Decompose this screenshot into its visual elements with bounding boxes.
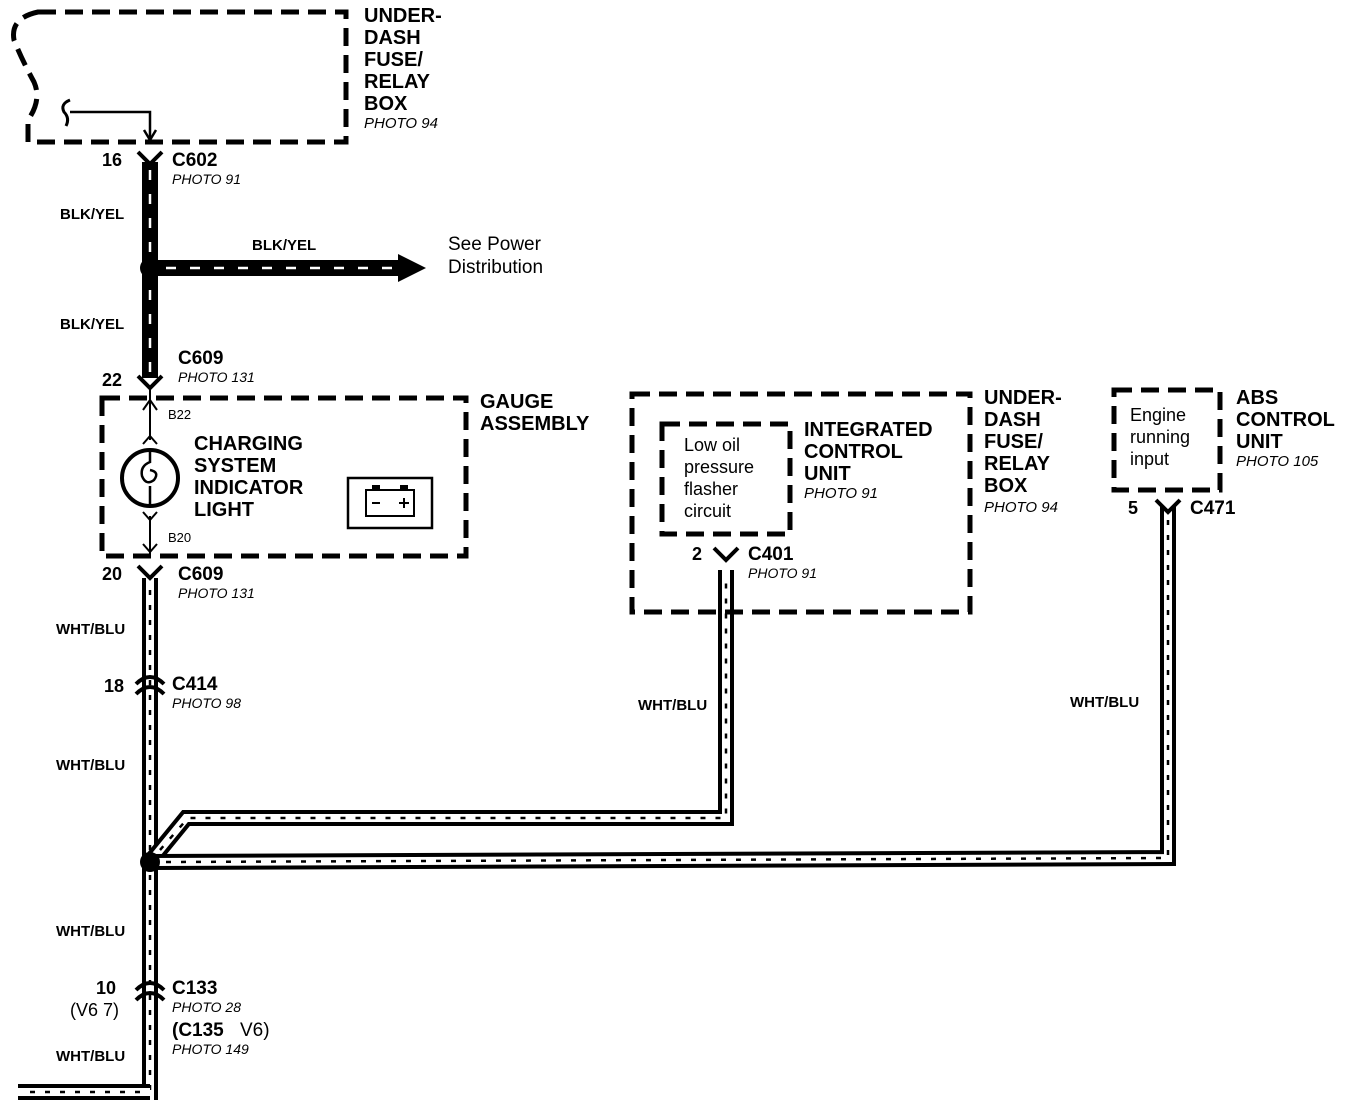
splice-point-ground [140,852,160,872]
c401-id: C401 [748,544,794,565]
c609-top-photo: PHOTO 131 [178,369,255,385]
low-oil-line1: Low oil [684,435,740,455]
c609-top-id: C609 [178,348,223,369]
c609-bottom-id: C609 [178,564,223,585]
charging-light-line3: INDICATOR [194,477,304,499]
wire-label-wht-blu-3: WHT/BLU [56,923,125,940]
abs-line1: ABS [1236,387,1278,409]
wire-label-wht-blu-c401: WHT/BLU [638,697,707,714]
fuse-box-top-line5: BOX [364,93,408,115]
connector-c471-symbol [1154,498,1182,515]
c133-photo: PHOTO 28 [172,999,241,1015]
c133-pin-alt: (V6 7) [70,1000,119,1020]
abs-line3: UNIT [1236,431,1283,453]
fuse-box-top-line4: RELAY [364,71,431,93]
c602-photo: PHOTO 91 [172,171,241,187]
low-oil-line2: pressure [684,457,754,477]
splice-point-power [140,258,160,278]
fuse-box-right: Low oil pressure flasher circuit INTEGRA… [629,387,1062,615]
c133-pin: 10 [96,978,116,998]
fuse-box-top-line2: DASH [364,27,421,49]
abs-photo: PHOTO 105 [1236,453,1319,470]
fuse-box-top: UNDER- DASH FUSE/ RELAY BOX PHOTO 94 [11,5,442,145]
engine-running-line1: Engine [1130,405,1186,425]
c135-prefix: (C135 [172,1020,224,1041]
connector-c133-symbol [134,981,166,1002]
charging-light-line1: CHARGING [194,433,303,455]
see-power-line1: See Power [448,234,542,255]
wire-label-wht-blu-1: WHT/BLU [56,621,125,638]
charging-light-line2: SYSTEM [194,455,276,477]
wire-blk-yel-branch [150,254,426,282]
engine-running-line3: input [1130,449,1169,469]
fuse-box-top-line3: FUSE/ [364,49,423,71]
wire-wht-blu-c401 [143,570,734,868]
battery-icon [346,476,434,530]
c609-bottom-pin: 20 [102,564,122,584]
gauge-assembly: B22 B20 CHARGING SYSTEM INDICATOR LIGHT … [99,388,590,559]
gauge-assembly-line2: ASSEMBLY [480,413,590,435]
connector-c401-symbol [712,546,740,563]
c414-id: C414 [172,674,218,695]
pin-b20-label: B20 [168,530,191,545]
c414-pin: 18 [104,676,124,696]
connector-c609-bottom-symbol [136,564,164,581]
low-oil-line3: flasher [684,479,738,499]
wire-label-blk-yel-branch: BLK/YEL [252,237,316,254]
c401-pin: 2 [692,544,702,564]
fuse-box-right-line5: BOX [984,475,1028,497]
c609-top-pin: 22 [102,370,122,390]
see-power-line2: Distribution [448,257,543,278]
engine-running-line2: running [1130,427,1190,447]
fuse-box-right-line1: UNDER- [984,387,1062,409]
c471-pin: 5 [1128,498,1138,518]
c414-photo: PHOTO 98 [172,695,241,711]
connector-c414-symbol [134,675,166,696]
icu-line1: INTEGRATED [804,419,933,441]
c602-id: C602 [172,150,217,171]
connector-c602-symbol [136,150,164,167]
c133-id: C133 [172,978,217,999]
wire-wht-blu-c471 [149,506,1176,870]
fuse-box-right-line3: FUSE/ [984,431,1043,453]
fuse-box-top-photo: PHOTO 94 [364,115,438,132]
wire-label-wht-blu-abs: WHT/BLU [1070,694,1139,711]
c609-bottom-photo: PHOTO 131 [178,585,255,601]
c471-id: C471 [1190,498,1236,519]
fuse-box-right-line4: RELAY [984,453,1051,475]
fuse-box-right-photo: PHOTO 94 [984,499,1058,516]
low-oil-line4: circuit [684,501,731,521]
wire-label-wht-blu-4: WHT/BLU [56,1048,125,1065]
icu-line3: UNIT [804,463,851,485]
c135-suffix: V6) [240,1020,270,1041]
abs-control-unit: Engine running input ABS CONTROL UNIT PH… [1111,387,1335,493]
pin-b22-label: B22 [168,407,191,422]
fuse-box-right-line2: DASH [984,409,1041,431]
wire-label-blk-yel-1: BLK/YEL [60,206,124,223]
charging-light-line4: LIGHT [194,499,254,521]
fuse-box-top-line1: UNDER- [364,5,442,27]
wire-label-wht-blu-2: WHT/BLU [56,757,125,774]
wire-label-blk-yel-2: BLK/YEL [60,316,124,333]
gauge-assembly-line1: GAUGE [480,391,553,413]
abs-line2: CONTROL [1236,409,1335,431]
c602-pin: 16 [102,150,122,170]
c135-photo: PHOTO 149 [172,1041,249,1057]
arrow-right-icon [398,254,426,282]
c401-photo: PHOTO 91 [748,565,817,581]
icu-photo: PHOTO 91 [804,485,878,502]
icu-line2: CONTROL [804,441,903,463]
